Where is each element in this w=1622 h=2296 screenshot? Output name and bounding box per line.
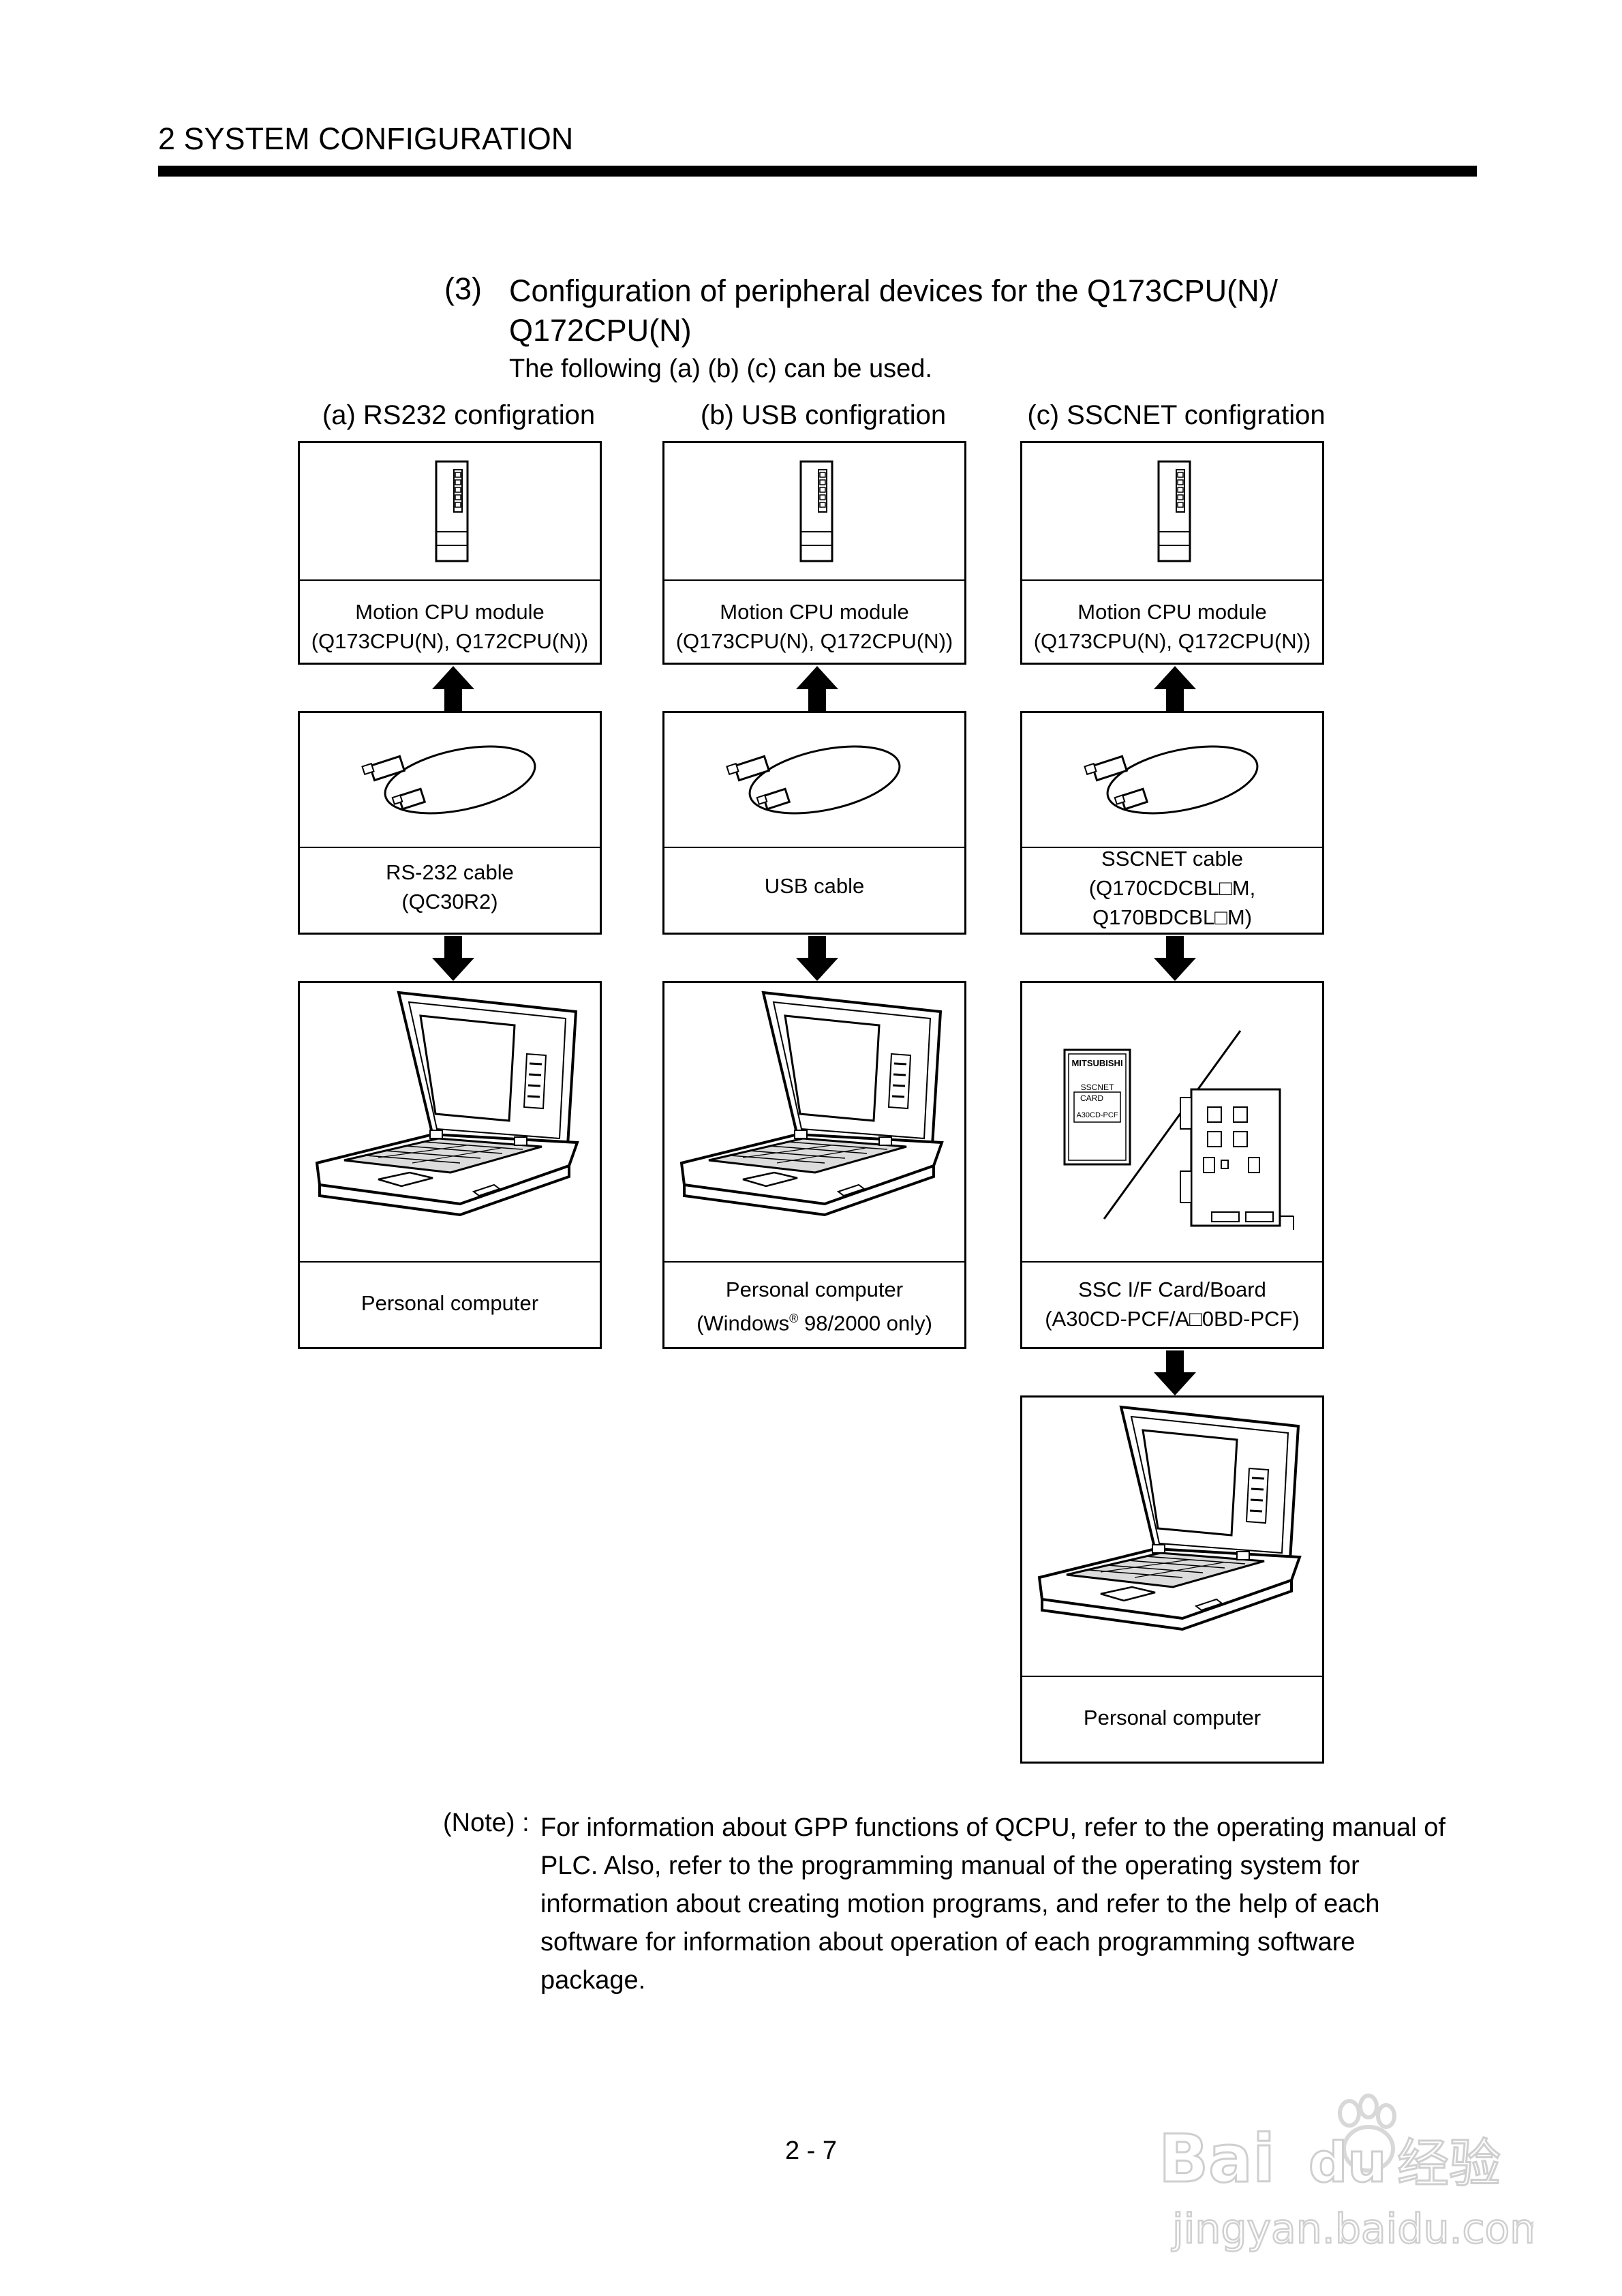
device-label: Personal computer (1083, 1706, 1261, 1729)
arrow-down-icon (1154, 936, 1196, 981)
cable-label: RS-232 cable (QC30R2) (386, 860, 514, 913)
section-number: (3) (444, 271, 482, 306)
arrow-down-icon (432, 936, 474, 981)
cpu-module-box-sscnet: Motion CPU module (Q173CPU(N), Q172CPU(N… (1020, 441, 1324, 665)
card-model-text: A30CD-PCF (1076, 1111, 1118, 1119)
cable-box-rs232: RS-232 cable (QC30R2) (298, 711, 602, 935)
cpu-module-box-usb: Motion CPU module (Q173CPU(N), Q172CPU(N… (662, 441, 966, 665)
section-title: Configuration of peripheral devices for … (509, 273, 1279, 348)
baidu-watermark-logo: Bai du 经验 jingyan.baidu.com (1158, 2094, 1533, 2254)
arrow-down-icon (1154, 1350, 1196, 1395)
cable-box-usb: USB cable (662, 711, 966, 935)
device-label: SSC I/F Card/Board (A30CD-PCF/A□0BD-PCF) (1045, 1278, 1300, 1331)
arrow-up-icon (432, 666, 474, 711)
ssc-card-board-box: MITSUBISHI SSCNET CARD A30CD-PCF SSC I/F… (1020, 981, 1324, 1349)
motion-cpu-module-icon (435, 460, 469, 562)
arrow-up-icon (796, 666, 838, 711)
cpu-module-label: Motion CPU module (Q173CPU(N), Q172CPU(N… (675, 600, 953, 653)
svg-text:经验: 经验 (1397, 2133, 1501, 2194)
card-brand-text: MITSUBISHI (1071, 1058, 1123, 1068)
cpu-module-box-rs232: Motion CPU module (Q173CPU(N), Q172CPU(N… (298, 441, 602, 665)
note-label: (Note) : (443, 1809, 530, 1837)
column-title-usb: (b) USB configration (700, 400, 947, 430)
cable-label: USB cable (764, 874, 865, 898)
cable-box-sscnet: SSCNET cable (Q170CDCBL□M, Q170BDCBL□M) (1020, 711, 1324, 935)
svg-text:du: du (1309, 2131, 1386, 2194)
svg-text:jingyan.baidu.com: jingyan.baidu.com (1171, 2205, 1533, 2253)
laptop-icon (304, 987, 596, 1233)
cpu-module-label: Motion CPU module (Q173CPU(N), Q172CPU(N… (1033, 600, 1311, 653)
sscnet-cable-icon (1080, 734, 1264, 822)
personal-computer-box-usb: Personal computer (Windows® 98/2000 only… (662, 981, 966, 1349)
laptop-icon (1026, 1402, 1318, 1647)
ssc-card-board-illustration (1063, 1030, 1294, 1230)
usb-cable-icon (722, 734, 906, 822)
motion-cpu-module-icon (1157, 460, 1191, 562)
note-body: For information about GPP functions of Q… (540, 1813, 1445, 1995)
header-rule (158, 166, 1477, 177)
cable-label: SSCNET cable (Q170CDCBL□M, Q170BDCBL□M) (1088, 847, 1256, 929)
card-line1-text: SSCNET (1080, 1083, 1114, 1092)
column-title-rs232: (a) RS232 configration (322, 400, 596, 430)
arrow-down-icon (796, 936, 838, 981)
column-title-sscnet: (c) SSCNET configration (1027, 400, 1326, 430)
svg-text:Bai: Bai (1159, 2121, 1275, 2197)
cpu-module-label: Motion CPU module (Q173CPU(N), Q172CPU(N… (311, 600, 589, 653)
personal-computer-box-sscnet: Personal computer (1020, 1395, 1324, 1764)
card-line2-text: CARD (1080, 1093, 1103, 1103)
laptop-icon (669, 987, 960, 1233)
motion-cpu-module-icon (799, 460, 833, 562)
section-subtitle: The following (a) (b) (c) can be used. (509, 354, 932, 383)
page-header-title: 2 SYSTEM CONFIGURATION (158, 121, 574, 156)
device-label: Personal computer (361, 1291, 539, 1315)
page-number: 2 - 7 (784, 2136, 838, 2165)
arrow-up-icon (1154, 666, 1196, 711)
device-label: Personal computer (Windows® 98/2000 only… (697, 1278, 932, 1335)
rs232-cable-icon (358, 734, 542, 822)
personal-computer-box-rs232: Personal computer (298, 981, 602, 1349)
